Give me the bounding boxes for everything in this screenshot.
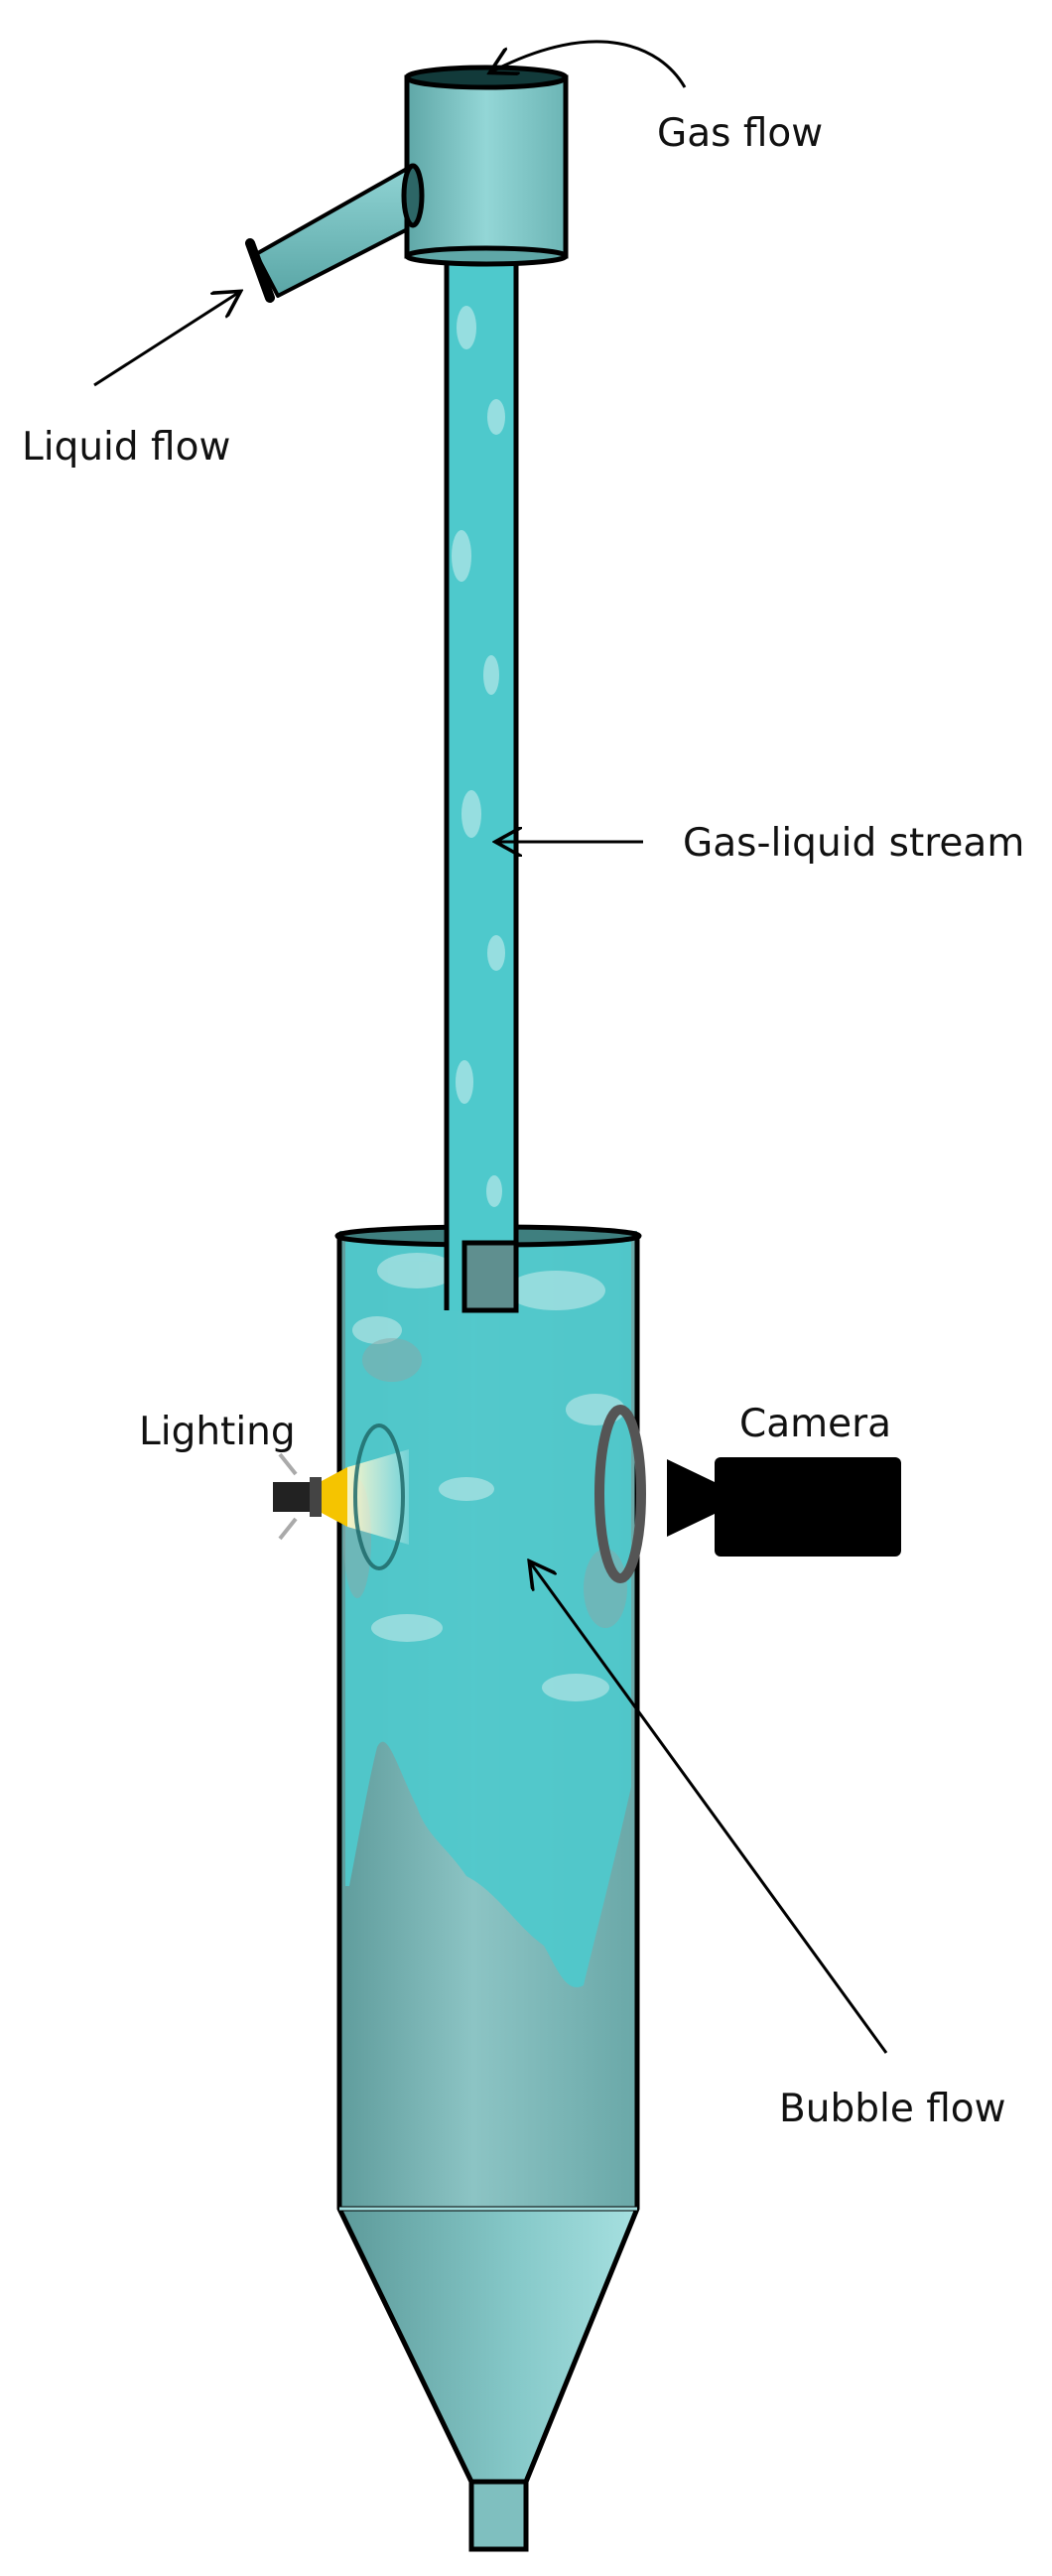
- label-lighting: Lighting: [139, 1410, 296, 1454]
- head-bottom-rim: [404, 245, 569, 267]
- camera-icon: [594, 1405, 901, 1583]
- label-gas-flow: Gas flow: [657, 111, 823, 156]
- label-gas-liquid-stream: Gas-liquid stream: [683, 821, 1024, 866]
- label-liquid-flow: Liquid flow: [22, 425, 230, 470]
- head-top-rim: [404, 65, 569, 90]
- vessel-outline: [336, 1236, 640, 2209]
- label-camera: Camera: [739, 1402, 891, 1446]
- outlet-pipe: [468, 2479, 529, 2552]
- label-bubble-flow: Bubble flow: [779, 2087, 1006, 2131]
- left-window: [353, 1424, 405, 1570]
- main-vessel: [334, 1224, 642, 2209]
- inlet-head: [245, 65, 569, 303]
- bubble-region: [345, 1236, 631, 1987]
- right-window: [594, 1405, 646, 1583]
- cone: [336, 2206, 640, 2485]
- froth-flecks: [352, 1253, 625, 1701]
- side-port: [401, 163, 425, 228]
- bubble-flow-arrow: [531, 1563, 888, 2054]
- pipe-bubbles: [452, 306, 505, 1207]
- gas-flow-arrow: [492, 40, 687, 88]
- head-chamber: [404, 74, 569, 259]
- light-beam: [347, 1449, 409, 1545]
- cone-bottom: [336, 2206, 640, 2552]
- liquid-flow-arrow: [93, 293, 238, 387]
- pipe-outlet: [461, 1240, 519, 1313]
- down-pipe: [444, 248, 519, 1313]
- pipe-interior: [447, 248, 516, 1310]
- annotation-arrows: [93, 40, 888, 2054]
- lamp-icon: [273, 1424, 409, 1570]
